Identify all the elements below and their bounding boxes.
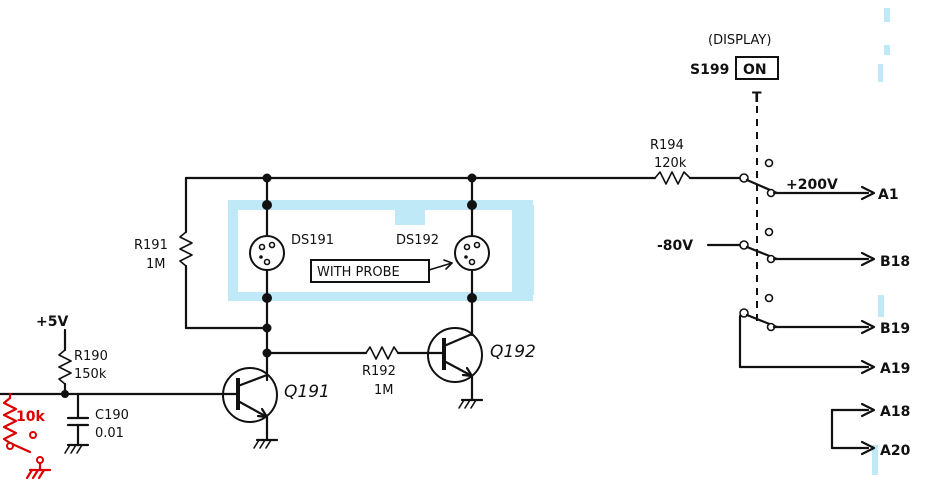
voltage-plus200: +200V: [786, 177, 838, 193]
r194-ref: R194: [650, 138, 684, 153]
switch-pole-1: [739, 158, 876, 201]
probe-note: WITH PROBE: [317, 265, 400, 280]
probe-note-box: [310, 259, 430, 283]
switch-pole-2: [706, 227, 876, 267]
r194-value: 120k: [654, 156, 687, 171]
added-resistor-value: 10k: [16, 409, 45, 425]
added-10k-resistor: [2, 392, 52, 480]
switch-pole-letter: T: [752, 90, 762, 106]
background-artifacts: [228, 8, 890, 475]
switch-ref: S199: [690, 62, 729, 78]
r191-value: 1M: [146, 257, 166, 272]
q192-ref: Q192: [490, 342, 536, 362]
r191-ref: R191: [134, 238, 168, 253]
switch-state: ON: [743, 62, 767, 78]
pin-a18: A18: [880, 404, 910, 420]
pin-a19: A19: [880, 361, 910, 377]
pin-b18: B18: [880, 254, 910, 270]
r192-ref: R192: [362, 364, 396, 379]
voltage-plus5: +5V: [36, 314, 68, 330]
input-network: [0, 328, 240, 454]
switch-state-box: [735, 56, 779, 80]
q191-transistor: [222, 367, 279, 449]
probe-note-pointer: [428, 262, 453, 271]
voltage-minus80: -80V: [657, 238, 693, 254]
ds192-lamp: [454, 173, 490, 337]
c190-value: 0.01: [95, 426, 124, 441]
c190-ref: C190: [95, 408, 129, 423]
pin-a20: A20: [880, 443, 911, 459]
r192-value: 1M: [374, 383, 394, 398]
display-label: (DISPLAY): [708, 33, 771, 48]
pin-a1: A1: [878, 187, 899, 203]
ds192-ref: DS192: [396, 233, 439, 248]
r192: [265, 346, 434, 360]
q192-transistor: [427, 327, 484, 409]
ds191-ref: DS191: [291, 233, 334, 248]
pin-b19: B19: [880, 321, 910, 337]
q191-ref: Q191: [284, 382, 330, 402]
switch-pole-3: [738, 293, 876, 375]
r191: [179, 176, 269, 330]
r190-value: 150k: [74, 367, 107, 382]
a18-a20-jumper: [830, 402, 876, 456]
r190-ref: R190: [74, 349, 108, 364]
